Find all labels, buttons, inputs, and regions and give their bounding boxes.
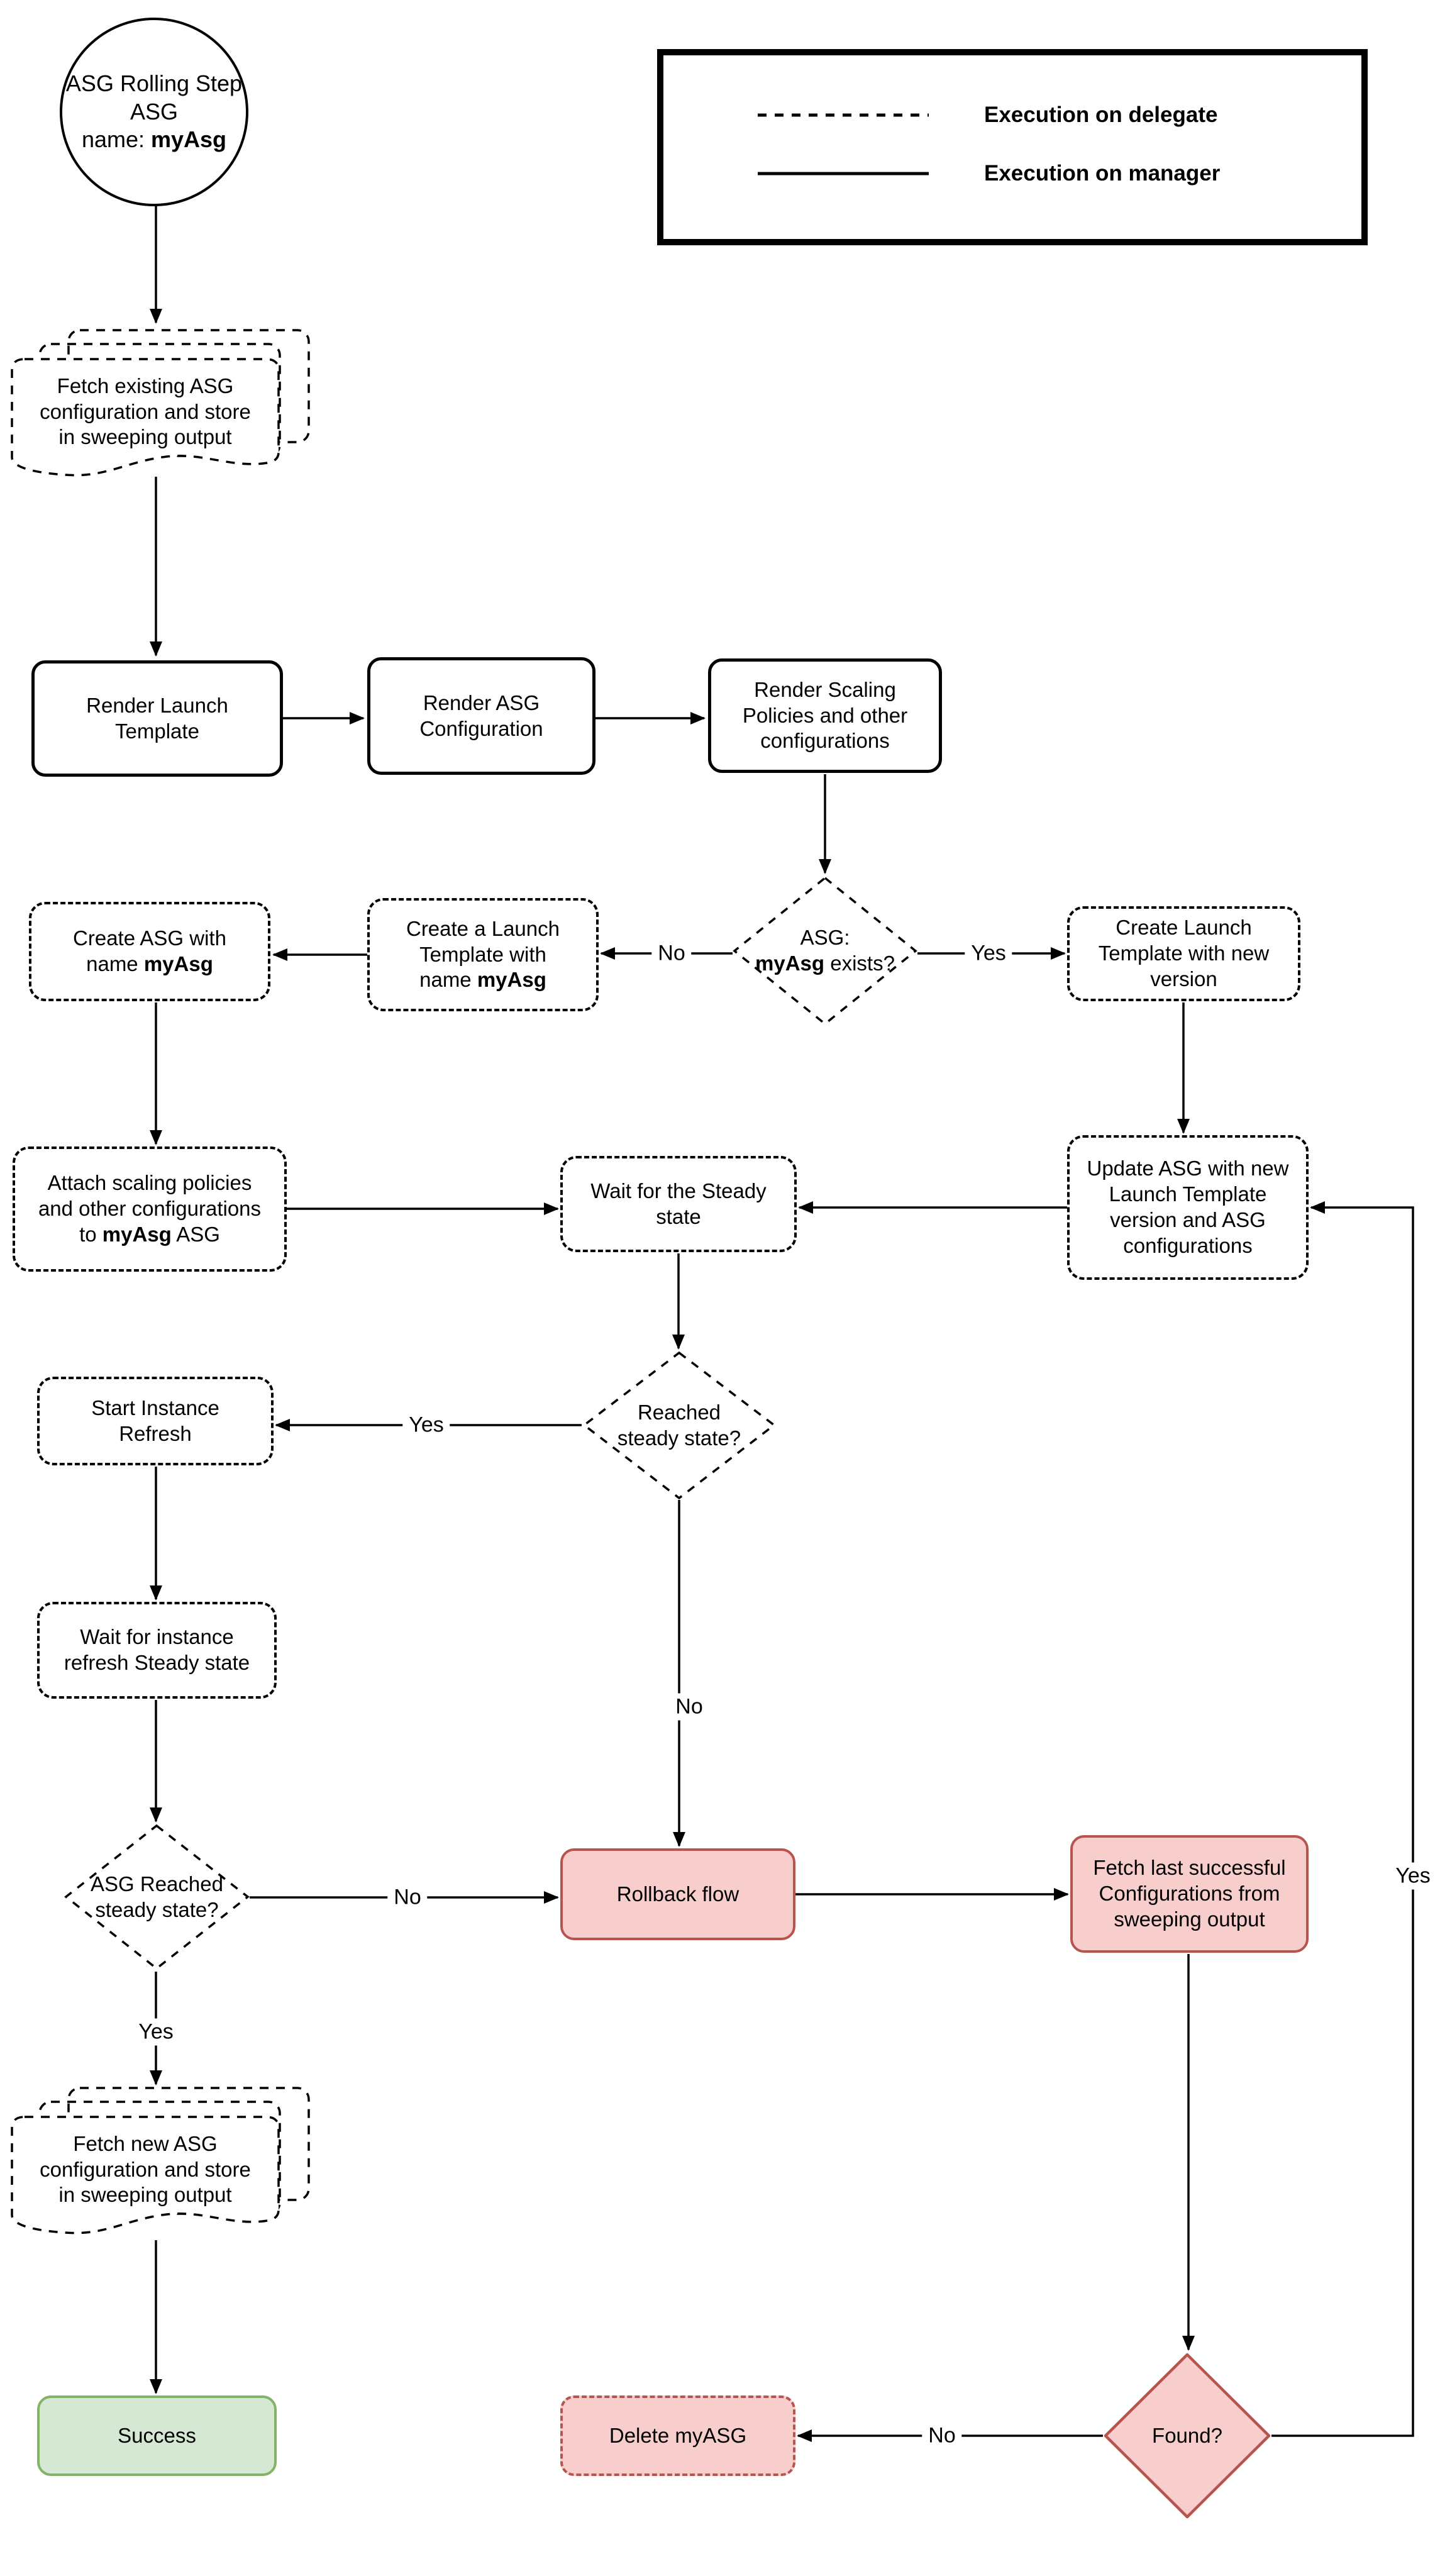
legend-manager-label: Execution on manager: [984, 161, 1221, 186]
node-create-asg: Create ASG with name myAsg: [29, 902, 270, 1001]
node-asg-exists-decision: ASG: myAsg exists?: [733, 876, 917, 1026]
decision-diamond-shape: [582, 1351, 776, 1500]
label-found-yes: Yes: [1389, 1862, 1437, 1890]
label-found-no: No: [922, 2422, 962, 2450]
document-shape: [11, 329, 310, 477]
decision-diamond-shape: [733, 876, 917, 1026]
dashed-line-sample-icon: [758, 113, 929, 117]
node-attach-scaling-policies: Attach scaling policies and other config…: [13, 1146, 287, 1272]
node-create-launch-template-named: Create a Launch Template with name myAsg: [367, 898, 599, 1011]
start-line3: name: myAsg: [81, 126, 227, 153]
legend: Execution on delegate Execution on manag…: [657, 49, 1368, 245]
node-reached-steady-state-decision: Reached steady state?: [582, 1351, 776, 1500]
node-render-asg-configuration: Render ASG Configuration: [367, 657, 595, 775]
node-success: Success: [37, 2396, 277, 2476]
label-asg-reached-yes: Yes: [132, 2018, 180, 2046]
legend-manager-row: Execution on manager: [758, 161, 1220, 186]
label-reached-yes: Yes: [402, 1411, 450, 1439]
label-asg-reached-no: No: [387, 1884, 428, 1911]
label-reached-no: No: [669, 1693, 709, 1721]
node-render-scaling-policies: Render Scaling Policies and other config…: [708, 658, 942, 773]
node-rollback-flow: Rollback flow: [560, 1848, 795, 1940]
edge-found-yes: [1271, 1201, 1414, 2437]
node-found-decision: Found?: [1103, 2352, 1271, 2519]
node-asg-reached-steady-state-decision: ASG Reached steady state?: [64, 1824, 250, 1970]
fetch-existing-line1: Fetch existing ASG: [57, 374, 234, 397]
node-start-instance-refresh: Start Instance Refresh: [37, 1377, 274, 1465]
node-wait-instance-refresh: Wait for instance refresh Steady state: [37, 1602, 277, 1699]
legend-delegate-label: Execution on delegate: [984, 103, 1218, 127]
label-asg-exists-yes: Yes: [965, 940, 1012, 967]
fetch-existing-line2: configuration and store: [40, 399, 251, 423]
decision-diamond-shape: [64, 1824, 250, 1970]
decision-diamond-shape: [1104, 2353, 1271, 2519]
start-line2: ASG: [130, 98, 179, 125]
node-update-asg: Update ASG with new Launch Template vers…: [1067, 1135, 1309, 1280]
label-asg-exists-no: No: [651, 940, 692, 967]
node-wait-steady-state: Wait for the Steady state: [560, 1156, 797, 1252]
node-create-launch-template-new-version: Create Launch Template with new version: [1067, 906, 1300, 1001]
start-line1: ASG Rolling Step: [65, 70, 243, 97]
legend-delegate-row: Execution on delegate: [758, 103, 1217, 128]
fetch-existing-line3: in sweeping output: [58, 425, 232, 449]
node-fetch-existing-config: Fetch existing ASG configuration and sto…: [11, 329, 311, 487]
node-fetch-last-successful-config: Fetch last successful Configurations fro…: [1070, 1835, 1309, 1953]
document-shape: [11, 2087, 310, 2235]
node-render-launch-template: Render Launch Template: [31, 660, 283, 777]
solid-line-sample-icon: [758, 172, 929, 175]
node-delete-myasg: Delete myASG: [560, 2396, 795, 2476]
node-fetch-new-asg-config: Fetch new ASG configuration and store in…: [11, 2087, 311, 2245]
node-start: ASG Rolling Step ASG name: myAsg: [60, 18, 248, 206]
